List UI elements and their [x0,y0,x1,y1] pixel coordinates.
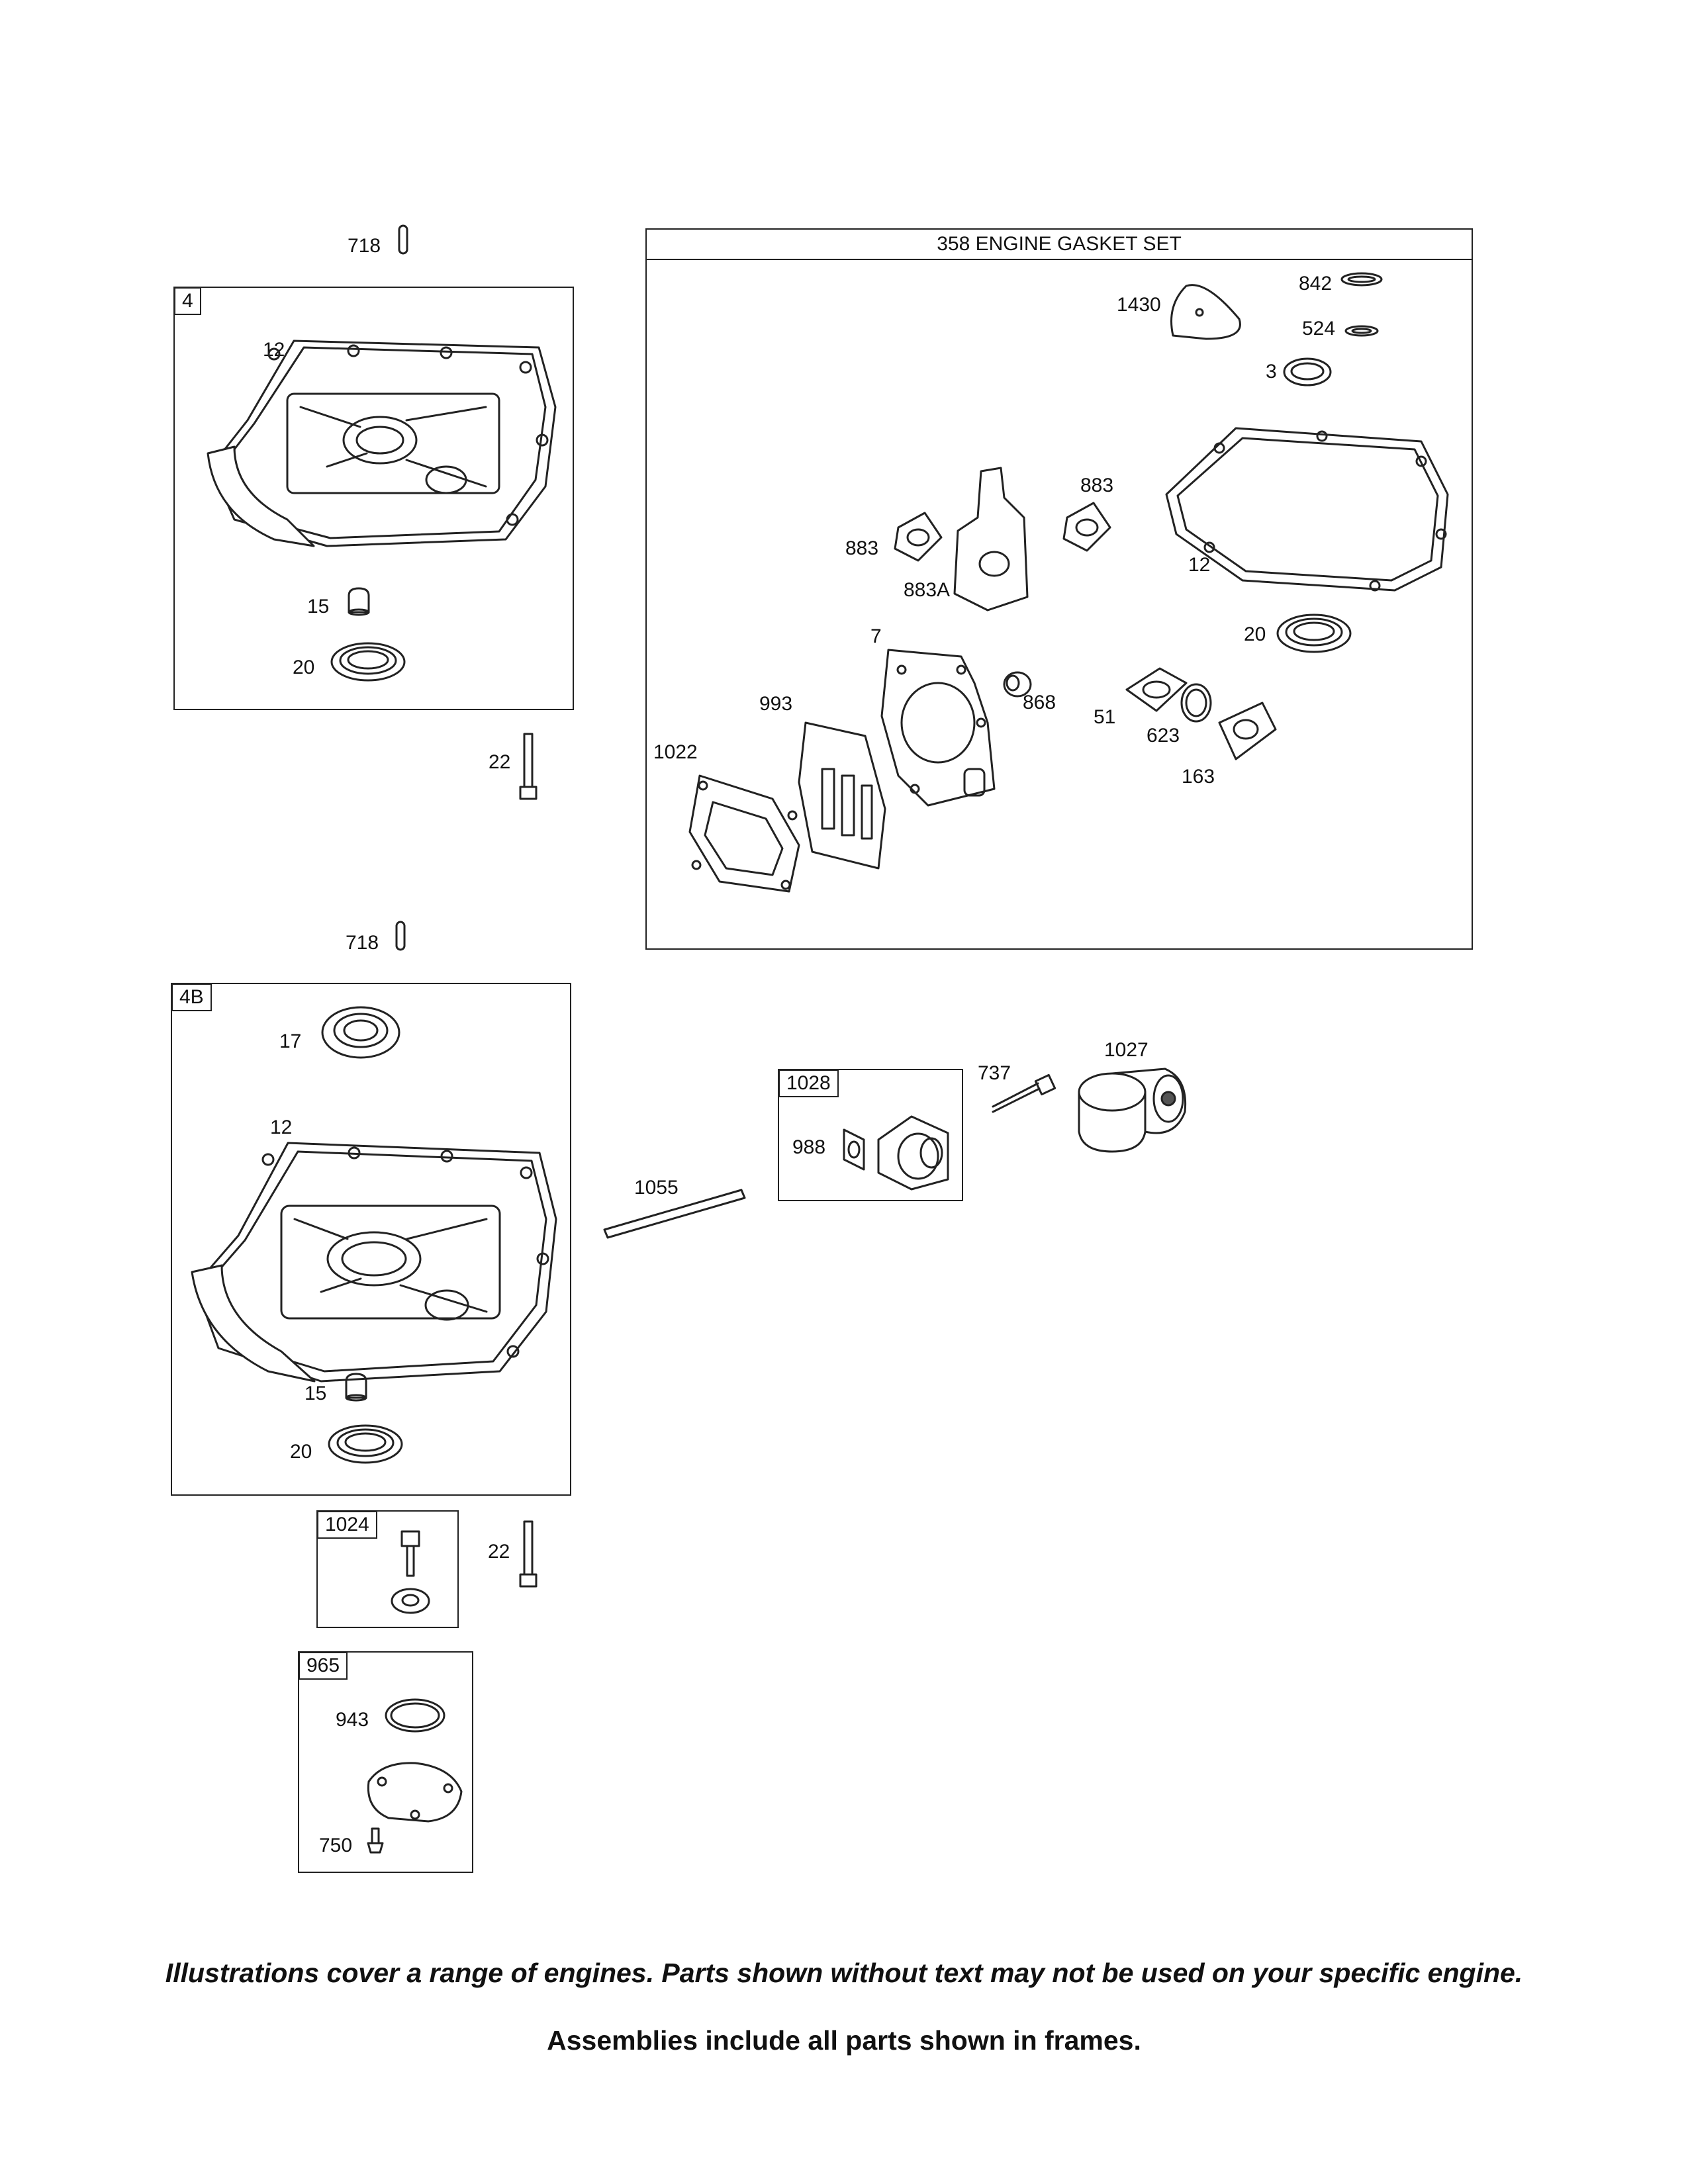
gasket-set-title: 358 ENGINE GASKET SET [647,230,1472,260]
plug-15-icon [348,587,370,616]
callout-524: 524 [1302,318,1336,340]
o-ring-524-icon [1344,325,1379,337]
callout-737: 737 [978,1062,1011,1084]
oil-filter-1027-icon [1078,1068,1187,1153]
bolt-22-lower-icon [519,1520,538,1588]
o-ring-842-icon [1340,272,1383,287]
frame-sump-4: 4 12 15 20 [173,287,574,710]
footer-note: Illustrations cover a range of engines. … [165,1958,1523,1988]
callout-7: 7 [870,625,882,647]
gasket-163-icon [1218,702,1277,760]
pin-718-top-icon [398,224,408,255]
plug-15-4b-icon [345,1373,367,1402]
crankcase-sump-icon [207,340,557,547]
heat-shield-883A-icon [953,467,1029,612]
oil-seal-20-gasket-icon [1276,614,1352,653]
callout-20-gasket: 20 [1244,623,1266,645]
tube-1055-icon [603,1189,746,1239]
oil-seal-20-icon [330,642,406,682]
callout-1055: 1055 [634,1177,679,1199]
callout-868: 868 [1023,692,1056,713]
plug-868-icon [1003,671,1032,698]
gasket-51-icon [1125,667,1188,712]
bearing-17-icon [321,1006,400,1059]
gasket-883-right-icon [1062,502,1111,552]
bolt-22-top-icon [519,733,538,800]
callout-17: 17 [279,1030,302,1052]
callout-718-mid: 718 [346,932,379,954]
callout-750: 750 [319,1835,353,1856]
frame-tag-4b: 4B [171,983,212,1011]
callout-883-right: 883 [1080,475,1114,496]
governor-shaft-icon [400,1530,420,1577]
screw-750-icon [367,1827,384,1854]
callout-842: 842 [1299,273,1333,295]
governor-gear-icon [391,1588,430,1614]
frame-governor: 1024 [316,1510,459,1628]
callout-883-left: 883 [845,537,879,559]
callout-20-4b: 20 [290,1441,312,1463]
frame-engine-gasket-set: 358 ENGINE GASKET SET 842 1430 524 3 12 … [645,228,1473,950]
footer-assemblies: Assemblies include all parts shown in fr… [547,2025,1141,2056]
gasket-1022-icon [688,774,800,893]
callout-12-4b: 12 [270,1116,293,1138]
callout-3: 3 [1266,361,1277,383]
cover-plate-icon [367,1762,463,1823]
frame-oil-filter-adapter: 1028 988 [778,1069,963,1201]
callout-1430: 1430 [1117,294,1161,316]
seal-3-icon [1283,357,1332,387]
pin-718-mid-icon [395,921,406,951]
callout-718-top: 718 [348,235,381,257]
frame-cover-kit: 965 943 750 [298,1651,473,1873]
sump-gasket-12-icon [1165,427,1449,592]
callout-51: 51 [1094,706,1116,728]
callout-943: 943 [336,1709,369,1731]
crankcase-sump-4b-icon [191,1142,557,1383]
intake-gasket-993-icon [798,721,886,870]
callout-15: 15 [307,596,330,617]
oil-seal-20-4b-icon [328,1424,403,1464]
o-ring-943-icon [385,1698,445,1733]
gasket-1430-icon [1170,284,1241,340]
frame-tag-4: 4 [174,287,201,315]
frame-tag-1028: 1028 [778,1069,839,1097]
callout-988: 988 [792,1136,826,1158]
oil-filter-adapter-icon [877,1115,949,1191]
callout-22-lower: 22 [488,1541,510,1563]
callout-1027: 1027 [1104,1039,1149,1061]
gasket-883-left-icon [894,512,943,562]
callout-1022: 1022 [653,741,698,763]
callout-20: 20 [293,657,315,678]
o-ring-623-icon [1180,683,1212,723]
callout-15-4b: 15 [305,1383,327,1404]
callout-163: 163 [1182,766,1215,788]
head-gasket-7-icon [880,649,996,807]
callout-883A: 883A [904,579,951,601]
callout-623: 623 [1147,725,1180,747]
frame-tag-965: 965 [299,1652,348,1680]
callout-22-top: 22 [489,751,511,773]
callout-993: 993 [759,693,793,715]
frame-tag-1024: 1024 [317,1511,377,1539]
frame-sump-4b: 4B 17 12 15 20 [171,983,571,1496]
gasket-988-icon [843,1128,865,1171]
callout-12-gasket: 12 [1188,554,1211,576]
bolt-737-icon [992,1073,1056,1113]
